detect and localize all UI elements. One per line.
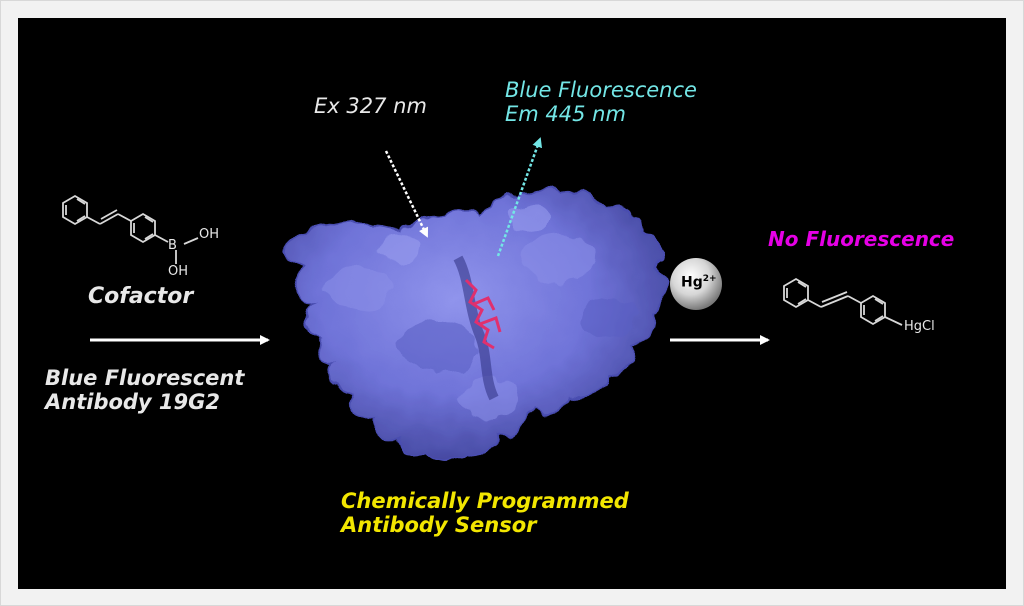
emission-label-line2: Em 445 nm <box>505 101 626 126</box>
scheme-graphic <box>62 137 903 462</box>
emission-arrow <box>496 137 543 257</box>
boronic-oh-bottom-label: OH <box>168 264 189 279</box>
excitation-label: Ex 327 nm <box>314 94 427 118</box>
stilbene-mercury-chloride-structure <box>783 277 903 326</box>
antibody-label-line2: Antibody 19G2 <box>45 389 221 414</box>
hgcl-label: HgCl <box>904 319 935 334</box>
antibody-label-line1: Blue Fluorescent <box>45 366 245 390</box>
antibody-protein-surface <box>283 186 667 462</box>
mercury-ion-charge: 2+ <box>702 274 717 284</box>
emission-label-line1: Blue Fluorescence <box>505 78 697 102</box>
antibody-label: Blue Fluorescent Antibody 19G2 <box>45 366 245 414</box>
figure-panel: Ex 327 nm Blue Fluorescence Em 445 nm Co… <box>18 18 1006 589</box>
emission-label: Blue Fluorescence Em 445 nm <box>505 78 697 126</box>
sensor-label: Chemically Programmed Antibody Sensor <box>341 489 629 537</box>
sensor-label-line1: Chemically Programmed <box>341 489 629 513</box>
cofactor-label: Cofactor <box>88 284 194 309</box>
mercury-ion-sphere <box>670 258 722 310</box>
stilbene-boronic-acid-structure <box>62 194 199 264</box>
sensor-label-line2: Antibody Sensor <box>341 512 537 537</box>
no-fluorescence-label: No Fluorescence <box>768 227 955 251</box>
boronic-oh-top-label: OH <box>199 227 220 242</box>
mercury-ion-label: Hg2+ <box>681 274 717 291</box>
bound-cofactor-ligand <box>464 278 502 350</box>
excitation-arrow <box>384 150 429 238</box>
boron-atom-label: B <box>168 238 177 253</box>
mercury-ion-symbol: Hg <box>681 274 703 291</box>
